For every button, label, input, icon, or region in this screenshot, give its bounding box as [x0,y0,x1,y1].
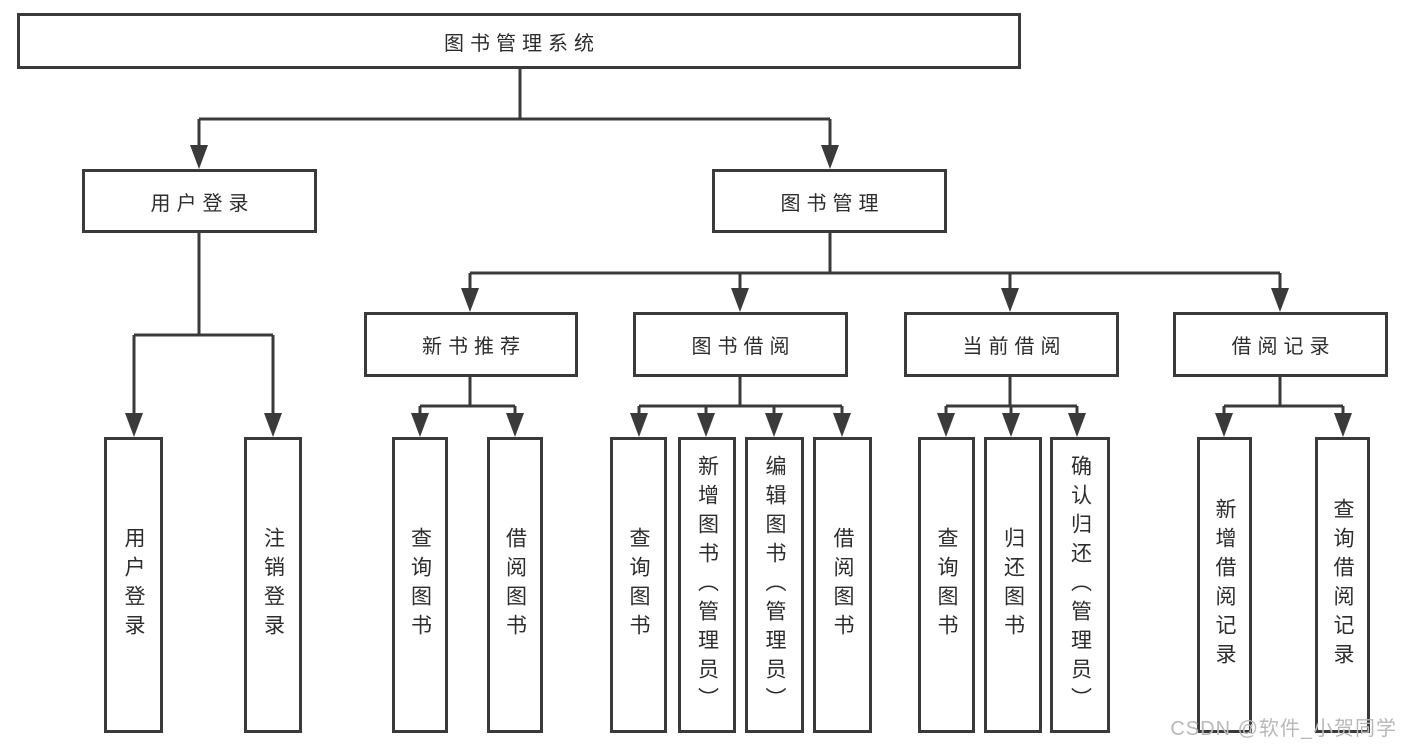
leaf-logout-login: 注销登录 [244,437,302,733]
leaf-user-login: 用户登录 [104,437,163,733]
node-book-borrow: 图书借阅 [633,312,848,377]
leaf-add-borrow-record: 新增借阅记录 [1197,437,1252,733]
arrowheads [125,145,1352,437]
node-book-management: 图书管理 [712,169,947,233]
csdn-watermark: CSDN @软件_小贺同学 [1170,718,1397,740]
leaf-edit-book-admin: 编辑图书（管理员） [745,437,804,733]
node-current-borrow: 当前借阅 [904,312,1119,377]
leaf-query-book-borrow: 查询图书 [610,437,667,733]
node-user-login: 用户登录 [82,169,317,233]
node-library-management-system: 图书管理系统 [17,13,1021,69]
node-new-book-recommend: 新书推荐 [364,312,578,377]
leaf-query-borrow-record: 查询借阅记录 [1315,437,1370,733]
leaf-add-book-admin: 新增图书（管理员） [678,437,736,733]
node-borrow-records: 借阅记录 [1173,312,1388,377]
leaf-query-book-current: 查询图书 [918,437,975,733]
leaf-return-book: 归还图书 [984,437,1042,733]
leaf-borrow-book-recommend: 借阅图书 [487,437,543,733]
leaf-borrow-book: 借阅图书 [813,437,872,733]
leaf-query-book-recommend: 查询图书 [392,437,448,733]
leaf-confirm-return-admin: 确认归还（管理员） [1050,437,1110,733]
